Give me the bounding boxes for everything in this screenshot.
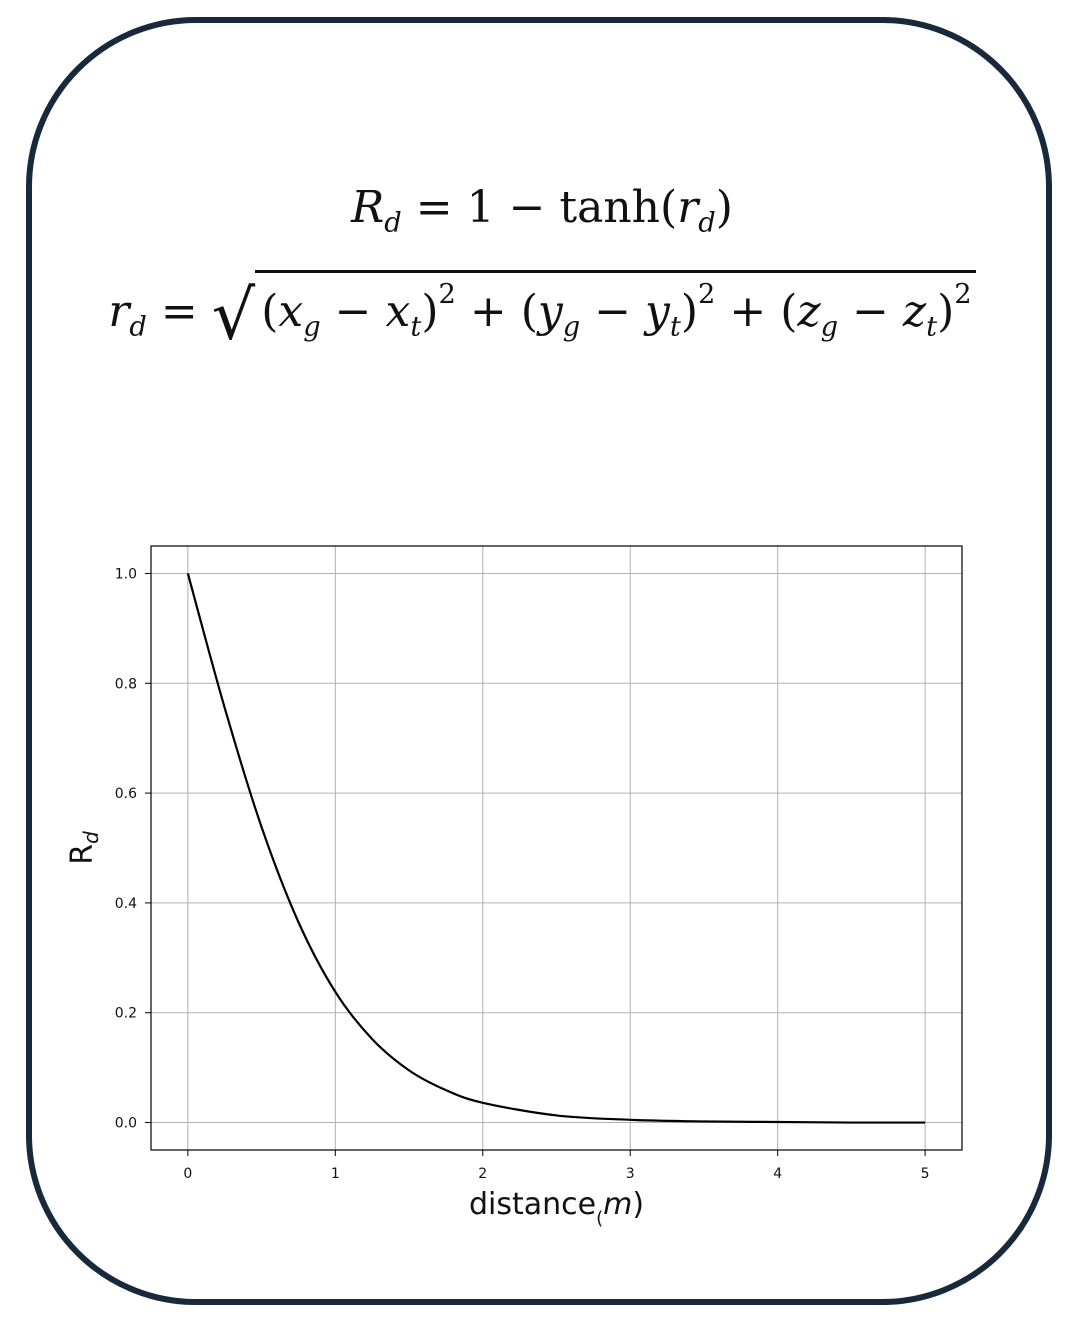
eq1-lhs-sub: d [384, 207, 402, 239]
eq2-lhs: r [108, 286, 130, 338]
term-xt-sub: t [410, 311, 422, 343]
eq1-lhs: R [351, 182, 385, 233]
y-tick-label: 0.8 [115, 676, 137, 692]
y-axis-label-sub: d [79, 831, 103, 844]
x-tick-label: 0 [183, 1166, 192, 1182]
eq1-arg-sub: d [698, 207, 716, 239]
term-xg-sub: g [303, 311, 321, 343]
y-axis-label: Rd [65, 831, 103, 865]
term-xt: x [385, 286, 411, 338]
x-tick-label: 2 [478, 1166, 487, 1182]
y-tick-label: 1.0 [115, 566, 137, 582]
term-zg-sub: g [820, 311, 839, 343]
term-xg: x [278, 286, 304, 338]
square-root: √(xg − xt)2 + (yg − yt)2 + (zg − zt)2 [212, 270, 976, 355]
power-1: 2 [438, 279, 456, 310]
y-axis-label-main: R [65, 844, 100, 865]
x-axis-label-close: ) [632, 1187, 644, 1222]
distance-equation: rd = √(xg − xt)2 + (yg − yt)2 + (zg − zt… [0, 270, 1084, 355]
x-axis-label-unit: m [603, 1187, 632, 1222]
term-yt-sub: t [669, 311, 681, 343]
x-tick-label: 3 [626, 1166, 635, 1182]
term-yg: y [537, 286, 563, 338]
eq1-rhs: = 1 − tanh( [415, 182, 678, 233]
x-tick-label: 1 [331, 1166, 340, 1182]
eq1-arg: r [677, 182, 699, 233]
term-zg: z [797, 286, 821, 338]
grid [151, 546, 962, 1150]
term-zt: z [902, 286, 927, 338]
y-tick-label: 0.0 [115, 1116, 137, 1132]
x-tick-label: 4 [773, 1166, 782, 1182]
radicand: (xg − xt)2 + (yg − yt)2 + (zg − zt)2 [255, 270, 976, 343]
y-tick-label: 0.6 [115, 786, 137, 802]
ticks: 0 1 2 3 4 5 0.0 0.2 0.4 0.6 0.8 1.0 [115, 566, 930, 1182]
y-tick-label: 0.2 [115, 1006, 137, 1022]
radical-sign: √ [211, 276, 256, 356]
x-axis-label-main: distance [469, 1187, 596, 1222]
term-yg-sub: g [562, 311, 581, 343]
eq2-lhs-sub: d [129, 311, 147, 343]
term-yt: y [645, 286, 670, 338]
power-3: 2 [954, 279, 972, 310]
reward-equation: Rd = 1 − tanh(rd) [0, 182, 1084, 239]
y-tick-label: 0.4 [115, 896, 137, 912]
series-line [186, 573, 926, 1124]
x-tick-label: 5 [921, 1166, 930, 1182]
term-zt-sub: t [926, 311, 938, 343]
power-2: 2 [698, 279, 716, 310]
eq2-equals: = [160, 286, 198, 338]
card-frame [26, 17, 1052, 1305]
plot-frame [150, 545, 963, 1151]
x-axis-label-open: ( [596, 1208, 603, 1229]
x-axis-label: distance(m) [469, 1187, 644, 1229]
eq1-close: ) [715, 182, 733, 233]
